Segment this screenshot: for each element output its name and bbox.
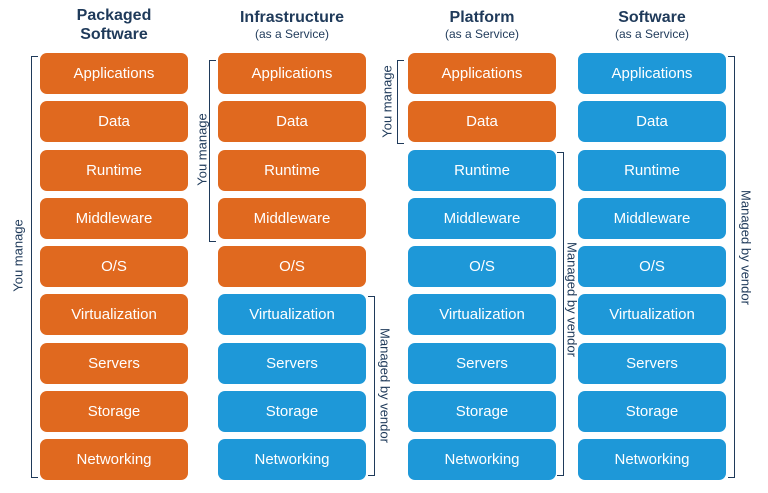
layer-runtime: Runtime xyxy=(578,149,726,191)
you-manage-bracket-paas xyxy=(397,60,404,144)
layer-runtime: Runtime xyxy=(40,149,188,191)
column-title-line1: Software xyxy=(618,9,686,26)
layer-runtime: Runtime xyxy=(218,149,366,191)
you-manage-bracket-iaas xyxy=(209,60,216,242)
vendor-bracket-paas xyxy=(557,152,564,476)
column-title-saas: Software (as a Service) xyxy=(578,8,726,41)
layer-virtualization: Virtualization xyxy=(40,294,188,336)
layer-middleware: Middleware xyxy=(218,197,366,239)
layer-servers: Servers xyxy=(408,342,556,384)
layer-data: Data xyxy=(218,101,366,143)
vendor-label-iaas: Managed by vendor xyxy=(377,328,393,443)
layer-o-s: O/S xyxy=(408,246,556,288)
layer-runtime: Runtime xyxy=(408,149,556,191)
you-manage-label-paas: You manage xyxy=(379,65,395,138)
layer-servers: Servers xyxy=(218,342,366,384)
you-manage-bracket-packaged xyxy=(31,56,38,478)
column-subtitle: (as a Service) xyxy=(254,27,330,41)
layer-networking: Networking xyxy=(408,439,556,481)
layer-storage: Storage xyxy=(40,391,188,433)
layer-o-s: O/S xyxy=(218,246,366,288)
layer-applications: Applications xyxy=(40,53,188,94)
column-title-line1: Infrastructure xyxy=(239,9,345,26)
column-title-packaged: Packaged Software xyxy=(40,6,188,44)
layer-applications: Applications xyxy=(578,53,726,94)
layer-virtualization: Virtualization xyxy=(218,294,366,336)
vendor-label-paas: Managed by vendor xyxy=(564,242,580,357)
column-title-line1: Packaged xyxy=(76,7,152,24)
layer-servers: Servers xyxy=(578,342,726,384)
layer-storage: Storage xyxy=(578,391,726,433)
layer-applications: Applications xyxy=(218,53,366,94)
layer-virtualization: Virtualization xyxy=(408,294,556,336)
layer-data: Data xyxy=(578,101,726,143)
vendor-bracket-iaas xyxy=(368,296,375,476)
layer-storage: Storage xyxy=(218,391,366,433)
layer-networking: Networking xyxy=(218,439,366,481)
layer-storage: Storage xyxy=(408,391,556,433)
layer-applications: Applications xyxy=(408,53,556,94)
column-title-line1: Platform xyxy=(449,9,515,26)
layer-middleware: Middleware xyxy=(578,197,726,239)
layer-virtualization: Virtualization xyxy=(578,294,726,336)
layer-networking: Networking xyxy=(40,439,188,481)
column-subtitle: (as a Service) xyxy=(444,27,520,41)
layer-data: Data xyxy=(40,101,188,143)
vendor-label-saas: Managed by vendor xyxy=(738,190,754,305)
layer-middleware: Middleware xyxy=(408,197,556,239)
column-title-paas: Platform (as a Service) xyxy=(408,8,556,41)
layer-networking: Networking xyxy=(578,439,726,481)
layer-data: Data xyxy=(408,101,556,143)
you-manage-label-packaged: You manage xyxy=(10,219,26,292)
vendor-bracket-saas xyxy=(728,56,735,478)
column-title-iaas: Infrastructure (as a Service) xyxy=(210,8,374,41)
layer-servers: Servers xyxy=(40,342,188,384)
column-subtitle: (as a Service) xyxy=(614,27,690,41)
layer-o-s: O/S xyxy=(578,246,726,288)
column-title-line2: Software xyxy=(80,26,148,43)
you-manage-label-iaas: You manage xyxy=(194,113,210,186)
layer-middleware: Middleware xyxy=(40,197,188,239)
layer-o-s: O/S xyxy=(40,246,188,288)
